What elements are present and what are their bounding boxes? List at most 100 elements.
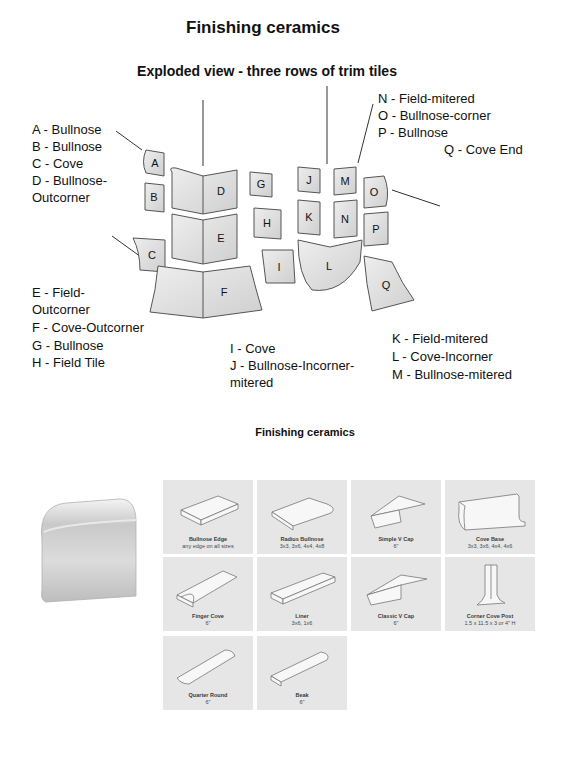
trim-card: Simple V Cap6" xyxy=(351,480,441,554)
card-size: 6" xyxy=(393,620,398,627)
tile-letter: D xyxy=(217,185,225,197)
callout-text: M - Bullnose-mitered xyxy=(392,366,512,383)
card-corner-cove-post xyxy=(445,557,535,631)
card-title: Beak xyxy=(295,692,308,699)
callout-text: N - Field-mitered xyxy=(378,90,475,107)
card-ground xyxy=(163,636,253,710)
card-title: Bullnose Edge xyxy=(189,536,227,543)
card-size: any edge on all sizes xyxy=(182,543,233,550)
corner-line xyxy=(203,100,204,166)
callout-text: J - Bullnose-Incorner- mitered xyxy=(230,357,380,391)
tile-f xyxy=(150,266,262,318)
trim-card: Radius Bullnose3x3, 3x6, 4x4, 4x8 xyxy=(257,480,347,554)
card-liner xyxy=(257,557,347,631)
card-ground xyxy=(257,636,347,710)
card-radius-bullnose xyxy=(257,480,347,554)
tile-letter: Q xyxy=(382,279,391,291)
tile-fold xyxy=(203,272,204,318)
trim-card: Finger Cove6" xyxy=(163,557,253,631)
card-finger-cove xyxy=(163,557,253,631)
card-beak xyxy=(257,636,347,710)
callout-text: K - Field-mitered xyxy=(392,330,488,347)
tile-l xyxy=(298,240,362,290)
tile-fold xyxy=(203,176,204,214)
tile-letter: G xyxy=(257,178,266,190)
tile-letter: B xyxy=(150,191,157,203)
callout-text: A - Bullnose xyxy=(32,121,101,138)
trim-card: Cove Base3x3, 3x6, 4x4, 4x6 xyxy=(445,480,535,554)
card-size: 6" xyxy=(205,620,210,627)
tile-letter: K xyxy=(305,211,312,223)
card-size: 6" xyxy=(393,543,398,550)
card-cove-base xyxy=(445,480,535,554)
card-quarter-round xyxy=(163,636,253,710)
tile-m xyxy=(334,167,356,195)
tile-letter: C xyxy=(148,249,156,261)
card-size: 3x3, 3x6, 4x4, 4x8 xyxy=(280,543,325,550)
card-ground xyxy=(163,557,253,631)
card-ground xyxy=(445,557,535,631)
tile-fold xyxy=(203,220,204,264)
callout-text: G - Bullnose xyxy=(32,337,104,354)
tile-p xyxy=(364,212,388,246)
tile-letter: N xyxy=(341,213,349,225)
tile-letter: J xyxy=(306,174,312,186)
tile-letter: O xyxy=(370,186,379,198)
bullnose-tile xyxy=(42,499,137,602)
tile-q xyxy=(364,256,414,311)
bullnose-highlight xyxy=(44,520,136,532)
tile-letter: H xyxy=(263,217,271,229)
tile-n xyxy=(334,200,357,238)
card-classic-v-cap xyxy=(351,557,441,631)
card-title: Liner xyxy=(295,613,308,620)
callout-text: E - Field- Outcorner xyxy=(32,284,122,318)
tile-o xyxy=(364,176,388,208)
card-size: 3x3, 3x6, 4x4, 4x6 xyxy=(468,543,513,550)
card-simple-v-cap xyxy=(351,480,441,554)
tile-k xyxy=(298,200,320,235)
tile-h xyxy=(254,208,281,239)
card-size: 1.5 x 11.5 x 3 or 4" H xyxy=(464,620,515,627)
card-ground xyxy=(351,557,441,631)
tile-letter: P xyxy=(372,223,379,235)
floor-line xyxy=(392,190,440,206)
tile-d xyxy=(171,168,237,214)
card-title: Quarter Round xyxy=(189,692,228,699)
card-title: Simple V Cap xyxy=(378,536,413,543)
trim-tiles xyxy=(133,150,414,318)
leader-line xyxy=(358,104,373,163)
tile-letter: I xyxy=(277,261,280,273)
trim-card: Quarter Round6" xyxy=(163,636,253,710)
card-title: Radius Bullnose xyxy=(280,536,323,543)
card-title: Corner Cove Post xyxy=(467,613,513,620)
callout-text: Q - Cove End xyxy=(444,141,523,158)
leader-line xyxy=(116,131,142,150)
card-title: Cove Base xyxy=(476,536,504,543)
callout-text: I - Cove xyxy=(230,340,276,357)
callout-text: O - Bullnose-corner xyxy=(378,107,491,124)
tile-letter: E xyxy=(217,232,224,244)
corner-line xyxy=(327,86,328,164)
tile-g xyxy=(250,172,272,197)
card-size: 6" xyxy=(205,699,210,706)
tile-e xyxy=(172,214,237,264)
trim-card: Classic V Cap6" xyxy=(351,557,441,631)
card-ground xyxy=(351,480,441,554)
callout-text: L - Cove-Incorner xyxy=(392,348,493,365)
page-title: Finishing ceramics xyxy=(110,18,416,38)
card-ground xyxy=(257,480,347,554)
card-bullnose-edge xyxy=(163,480,253,554)
tile-letter: M xyxy=(340,175,349,187)
callout-text: D - Bullnose- Outcorner xyxy=(32,172,132,206)
card-title: Classic V Cap xyxy=(378,613,414,620)
tile-letter: L xyxy=(326,260,332,272)
subtitle: Exploded view - three rows of trim tiles xyxy=(40,63,494,80)
card-size: 3x6, 1x6 xyxy=(292,620,313,627)
card-size: 6" xyxy=(299,699,304,706)
trim-card: Beak6" xyxy=(257,636,347,710)
card-title: Finger Cove xyxy=(192,613,224,620)
callout-text: F - Cove-Outcorner xyxy=(32,319,144,336)
trim-card: Liner3x6, 1x6 xyxy=(257,557,347,631)
bullnose-picture xyxy=(42,499,137,602)
card-ground xyxy=(445,480,535,554)
